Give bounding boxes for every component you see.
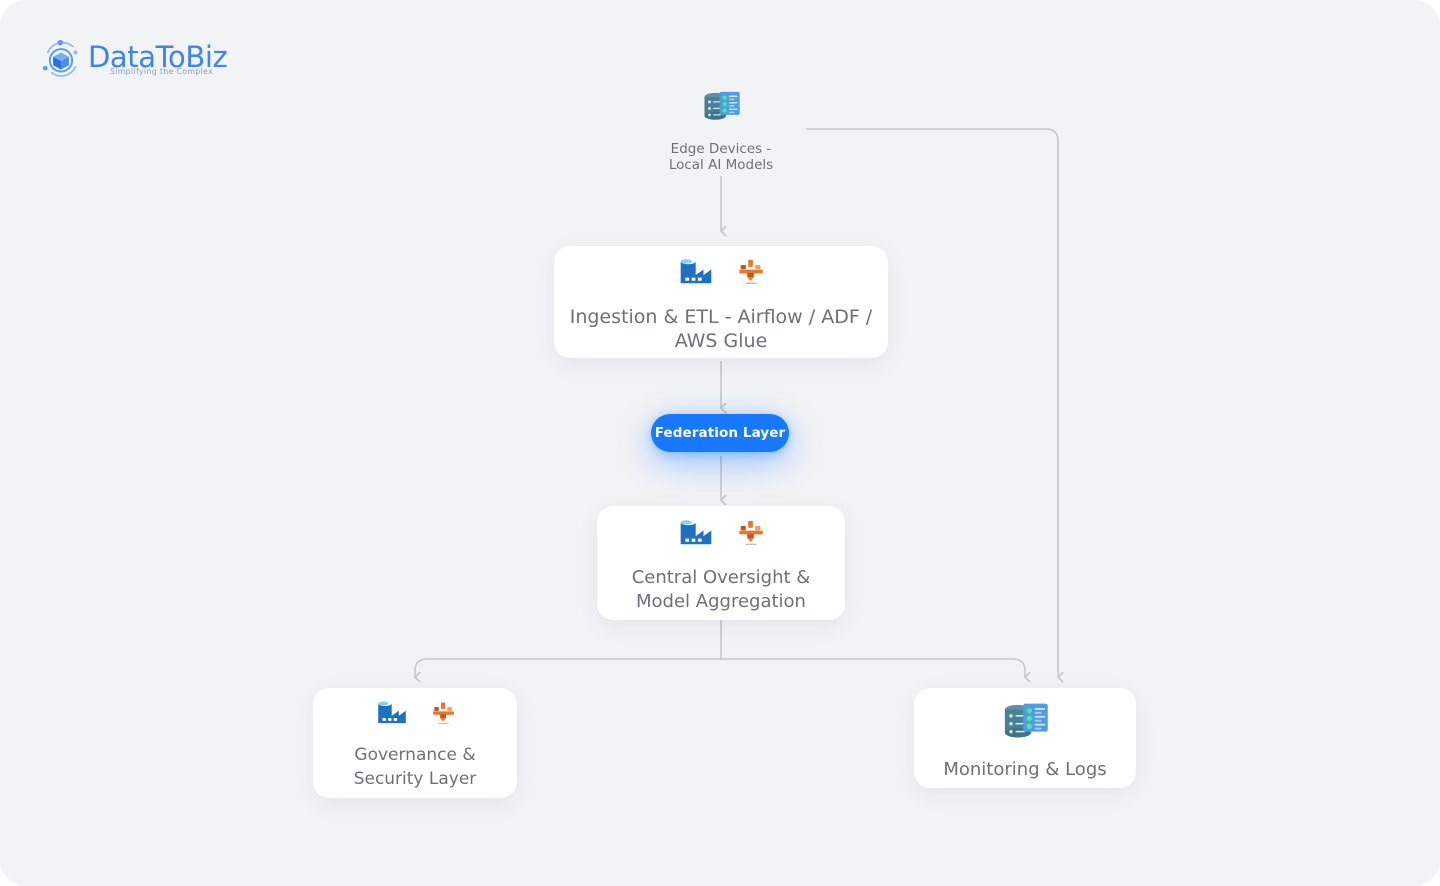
server-stack-icon [1004,703,1048,738]
node-monitoring-logs-label: Monitoring & Logs [943,759,1107,780]
factory-icon [680,519,712,544]
brand-tagline: Simplifying the Complex [110,66,214,76]
central-oversight-to-governance [414,658,721,683]
node-edge-devices[interactable]: Edge Devices - Local AI Models [628,84,814,173]
node-ingestion-etl-icons [676,252,766,292]
factory-icon [680,258,712,283]
node-central-oversight-icons [676,513,766,553]
node-ingestion-etl-label: Ingestion & ETL - Airflow / ADF / AWS Gl… [569,305,873,352]
node-monitoring-logs-icons [997,694,1053,750]
brand-logo: DataToBiz Simplifying the Complex [40,38,228,80]
brand-name: DataToBiz [88,39,228,74]
node-governance-security-label: Governance & Security Layer [353,745,477,789]
server-stack-icon [704,91,740,120]
node-central-oversight-label: Central Oversight & Model Aggregation [631,566,811,612]
node-federation-layer[interactable]: Federation Layer [651,414,789,452]
node-ingestion-etl[interactable]: Ingestion & ETL - Airflow / ADF / AWS Gl… [554,246,888,358]
node-governance-security[interactable]: Governance & Security Layer [313,688,517,798]
central-oversight-to-monitoring [721,658,1031,683]
cube-orbit-logo-icon [42,39,78,77]
node-governance-security-icons [374,695,457,731]
aws-glue-icon [432,702,454,724]
node-central-oversight[interactable]: Central Oversight & Model Aggregation [597,506,845,620]
brand-text: DataToBiz Simplifying the Complex [88,39,228,76]
node-monitoring-logs[interactable]: Monitoring & Logs [914,688,1136,788]
aws-glue-icon [739,259,763,284]
node-edge-devices-label: Edge Devices - Local AI Models [668,141,774,173]
factory-icon [377,701,406,724]
aws-glue-icon [739,520,763,545]
